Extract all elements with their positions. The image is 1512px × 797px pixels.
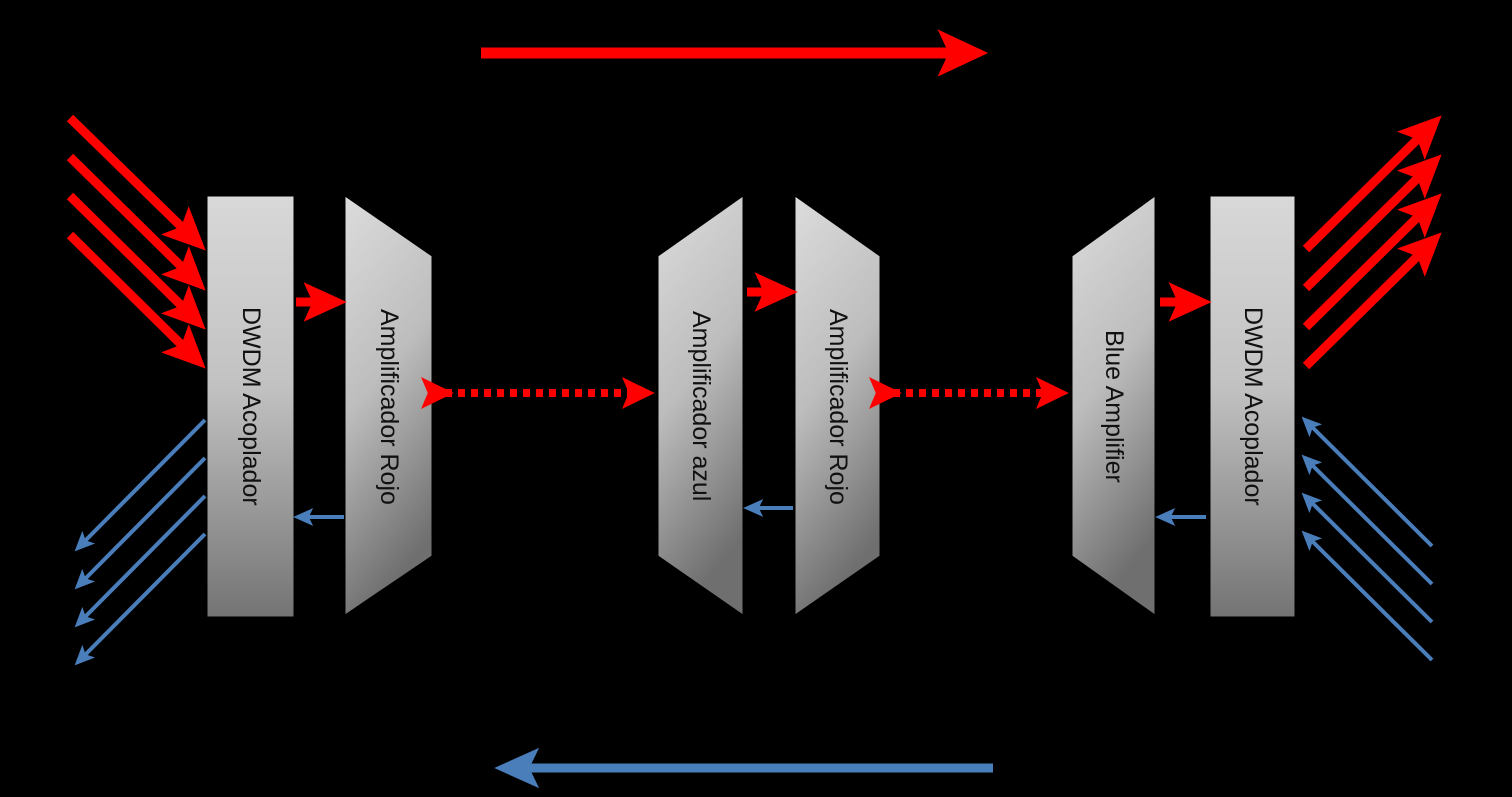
block-amplificador-rojo-left[interactable] [344, 195, 433, 616]
block-amplificador-azul[interactable] [657, 195, 744, 616]
block-amplificador-rojo-center[interactable] [794, 195, 881, 616]
block-dwdm-acoplador-right[interactable] [1209, 195, 1296, 618]
red-output-arrows-right [1302, 115, 1442, 370]
blue-output-arrows-left [74, 418, 207, 666]
block-blue-amplifier[interactable] [1071, 195, 1156, 616]
blue-input-arrows-right [1301, 416, 1434, 662]
block-dwdm-acoplador-left[interactable] [206, 195, 295, 618]
red-input-arrows-left [66, 114, 206, 369]
